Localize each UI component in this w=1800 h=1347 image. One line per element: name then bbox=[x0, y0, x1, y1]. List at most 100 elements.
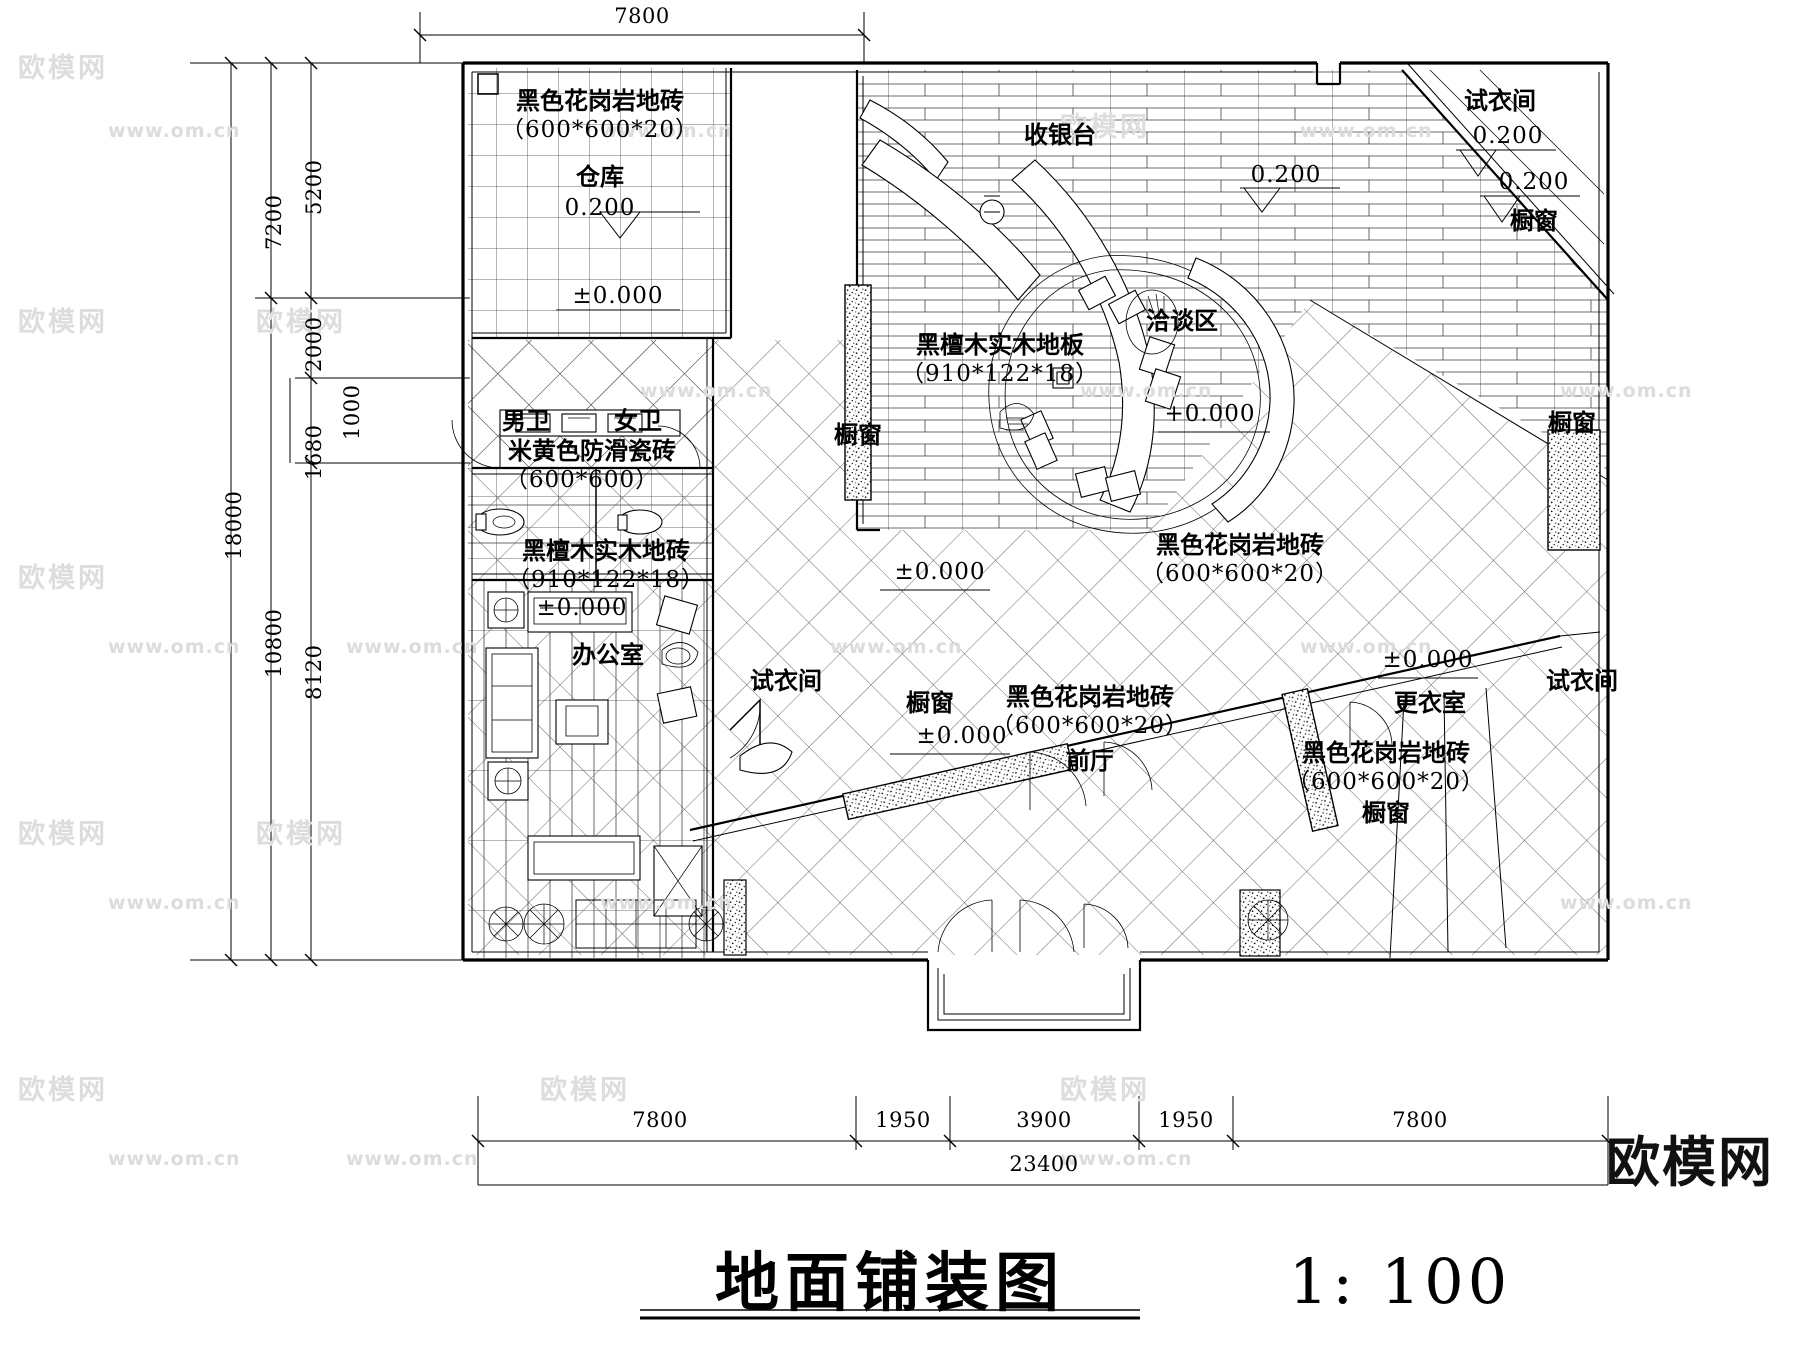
watermark-latin: www.om.cn bbox=[1300, 636, 1433, 658]
office-level-label: ±0.000 bbox=[536, 595, 628, 621]
dim-bottom-1950-left: 1950 bbox=[875, 1108, 931, 1132]
watermark-cjk: 欧模网 bbox=[540, 1075, 630, 1106]
page-title: 地面铺装图 bbox=[715, 1247, 1065, 1321]
watermark-latin: www.om.cn bbox=[346, 636, 479, 658]
office-room-name: 办公室 bbox=[572, 641, 644, 669]
hall-zero-level-label: ±0.000 bbox=[916, 723, 1008, 749]
granite-right-size-label: （600*600*20） bbox=[1140, 561, 1340, 587]
changing-level-label: ±0.000 bbox=[1382, 647, 1474, 673]
planter-left bbox=[488, 903, 565, 945]
warehouse-material-label: 黑色花岗岩地砖 bbox=[516, 87, 684, 115]
watermark-latin: www.om.cn bbox=[346, 1148, 479, 1170]
hall-material-label: 黑色花岗岩地砖 bbox=[1006, 683, 1174, 711]
dim-bottom-7800-right: 7800 bbox=[1392, 1108, 1448, 1132]
hall-room-name: 前厅 bbox=[1066, 747, 1114, 775]
building-walls bbox=[461, 61, 1615, 1032]
granite-bottomright-size-label: （600*600*20） bbox=[1286, 769, 1486, 795]
window-bottomright-strip bbox=[1239, 889, 1281, 957]
dim-bottom-3900: 3900 bbox=[1016, 1108, 1072, 1132]
watermark-latin: www.om.cn bbox=[600, 120, 733, 142]
granite-right-material-label: 黑色花岗岩地砖 bbox=[1156, 531, 1324, 559]
office-furniture bbox=[451, 409, 724, 949]
watermark-cjk: 欧模网 bbox=[18, 53, 108, 84]
watermark-cjk: 欧模网 bbox=[1060, 112, 1150, 143]
level-symbols bbox=[540, 149, 1580, 755]
wc-female-label: 女卫 bbox=[614, 407, 662, 435]
dim-left-8120: 8120 bbox=[302, 644, 326, 700]
dim-top bbox=[413, 12, 871, 63]
granite-hatch-upper-left bbox=[468, 340, 713, 468]
watermark-cjk: 欧模网 bbox=[18, 819, 108, 850]
entry-doors bbox=[937, 899, 1129, 953]
watermark-latin: www.om.cn bbox=[108, 892, 241, 914]
scale-label: 1: 100 bbox=[1288, 1245, 1512, 1318]
brand-watermark: 欧模网 bbox=[1606, 1131, 1774, 1194]
wood-zone-level-label: 0.200 bbox=[1250, 162, 1322, 188]
hall-size-label: （600*600*20） bbox=[990, 713, 1190, 739]
display-windows bbox=[723, 284, 1601, 957]
fitting-room-top-level: 0.200 bbox=[1472, 123, 1544, 149]
window-left-strip bbox=[844, 284, 872, 501]
window-bottom-label: 橱窗 bbox=[1362, 799, 1410, 827]
warehouse-room-name: 仓库 bbox=[576, 163, 624, 191]
fitting-room-top-label: 试衣间 bbox=[1464, 87, 1536, 115]
window-leftbottom-strip bbox=[723, 879, 747, 956]
warehouse-tile-hatch bbox=[468, 68, 730, 338]
dim-left-total-18000: 18000 bbox=[222, 490, 246, 560]
window-top-label: 橱窗 bbox=[1510, 207, 1558, 235]
lounge-seating-group bbox=[988, 255, 1295, 534]
dim-left-1680: 1680 bbox=[302, 424, 326, 480]
watermark-cjk: 欧模网 bbox=[18, 563, 108, 594]
dim-left-10800: 10800 bbox=[262, 608, 286, 678]
watermark-cjk: 欧模网 bbox=[1060, 1075, 1150, 1106]
office-size-label: （910*122*18） bbox=[506, 567, 706, 593]
dim-left-2000: 2000 bbox=[302, 316, 326, 372]
dim-top-7800: 7800 bbox=[614, 4, 670, 28]
office-material-label: 黑檀木实木地砖 bbox=[522, 537, 690, 565]
window-right-label: 橱窗 bbox=[1548, 409, 1596, 437]
watermark-latin: www.om.cn bbox=[830, 636, 963, 658]
window-right-strip bbox=[1547, 429, 1601, 551]
dim-bottom bbox=[471, 1096, 1615, 1186]
window-bottom-diagonal bbox=[841, 742, 1074, 821]
watermark-cjk: 欧模网 bbox=[256, 819, 346, 850]
lounge-level-label: +0.000 bbox=[1164, 401, 1256, 427]
dim-left-1000: 1000 bbox=[340, 384, 364, 440]
cashier-label: 收银台 bbox=[1024, 121, 1096, 149]
lounge-label: 洽谈区 bbox=[1146, 307, 1218, 335]
dim-bottom-1950-right: 1950 bbox=[1158, 1108, 1214, 1132]
watermark-latin: www.om.cn bbox=[1560, 380, 1693, 402]
fitting-room-left-label: 试衣间 bbox=[750, 667, 822, 695]
wood-floor-material-label: 黑檀木实木地板 bbox=[916, 331, 1084, 359]
dim-left bbox=[190, 56, 470, 967]
warehouse-size-label: （600*600*20） bbox=[500, 117, 700, 143]
watermark-latin: www.om.cn bbox=[1300, 120, 1433, 142]
watermark-latin: www.om.cn bbox=[108, 636, 241, 658]
wood-floor-size-label: （910*122*18） bbox=[900, 361, 1100, 387]
watermark-latin: www.om.cn bbox=[108, 120, 241, 142]
window-left-label: 橱窗 bbox=[834, 421, 882, 449]
dim-bottom-7800-left: 7800 bbox=[632, 1108, 688, 1132]
watermark-cjk: 欧模网 bbox=[256, 307, 346, 338]
watermark-latin: www.om.cn bbox=[108, 1148, 241, 1170]
wc-male-label: 男卫 bbox=[502, 407, 550, 435]
hall-left-level-label: ±0.000 bbox=[894, 559, 986, 585]
dim-left-5200: 5200 bbox=[302, 159, 326, 215]
watermark-cjk: 欧模网 bbox=[18, 307, 108, 338]
title-underline bbox=[640, 1309, 1140, 1320]
granite-bottomright-material-label: 黑色花岗岩地砖 bbox=[1302, 739, 1470, 767]
fitting-rooms-bottom bbox=[729, 631, 1601, 959]
wc-material-label: 米黄色防滑瓷砖 bbox=[508, 437, 676, 465]
warehouse-level-label: 0.200 bbox=[564, 195, 636, 221]
dim-left-7200: 7200 bbox=[262, 194, 286, 250]
watermark-cjk: 欧模网 bbox=[18, 1075, 108, 1106]
window-mid-strip bbox=[1281, 688, 1339, 832]
changing-room-label: 更衣室 bbox=[1394, 689, 1466, 717]
window-top-level: 0.200 bbox=[1498, 169, 1570, 195]
planter-bottom-right bbox=[1247, 899, 1289, 941]
watermark-latin: www.om.cn bbox=[1560, 892, 1693, 914]
wc-size-label: （600*600） bbox=[504, 467, 660, 493]
fitting-room-bottom-label: 试衣间 bbox=[1546, 667, 1618, 695]
